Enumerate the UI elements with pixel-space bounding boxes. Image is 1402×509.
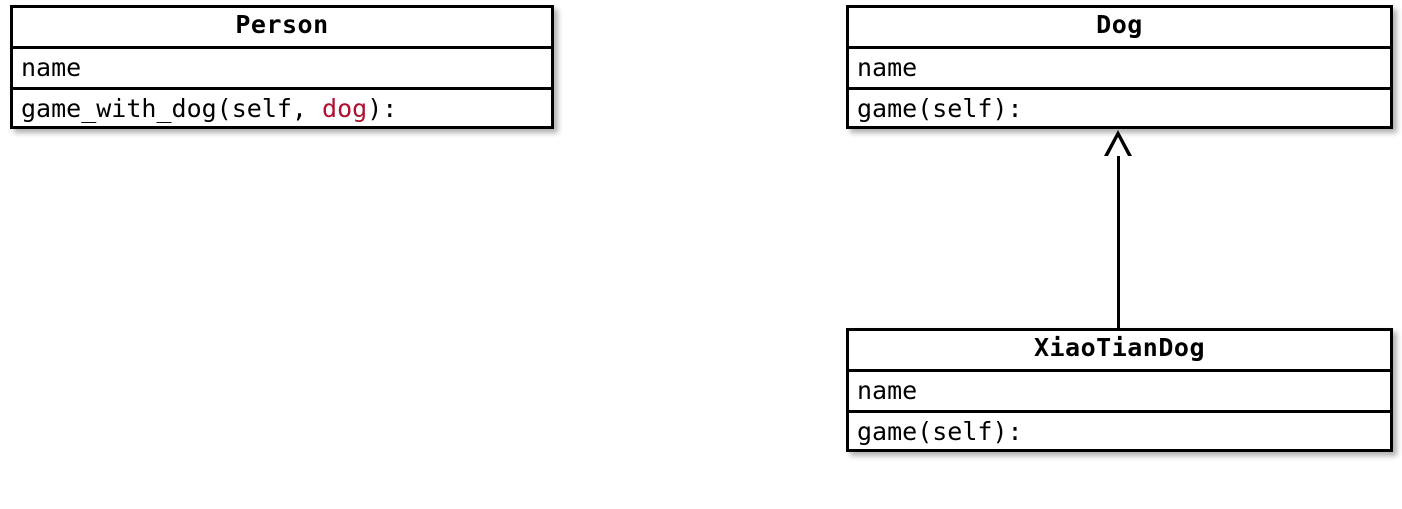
uml-class-dog-method-game: game(self): [849, 87, 1390, 128]
uml-class-xiaotiandog-method-game: game(self): [849, 410, 1390, 451]
uml-class-dog-attribute-name: name [849, 46, 1390, 87]
uml-class-person-method-game-with-dog: game_with_dog(self, dog): [13, 87, 551, 128]
method-suffix-text: ): [367, 94, 398, 123]
method-param-dog: dog [322, 94, 368, 123]
uml-class-xiaotiandog[interactable]: XiaoTianDog name game(self): [846, 328, 1393, 452]
inheritance-connector-line [1117, 155, 1120, 330]
uml-class-person-title: Person [235, 10, 329, 39]
uml-class-dog[interactable]: Dog name game(self): [846, 5, 1393, 129]
method-prefix-text: game_with_dog(self, [21, 94, 323, 123]
uml-class-xiaotiandog-title: XiaoTianDog [1033, 333, 1206, 362]
uml-class-dog-title: Dog [1096, 10, 1143, 39]
uml-class-xiaotiandog-attribute-name: name [849, 369, 1390, 410]
uml-class-person[interactable]: Person name game_with_dog(self, dog): [10, 5, 554, 129]
triangle-fill [1108, 137, 1128, 156]
uml-class-person-attribute-name: name [13, 46, 551, 87]
